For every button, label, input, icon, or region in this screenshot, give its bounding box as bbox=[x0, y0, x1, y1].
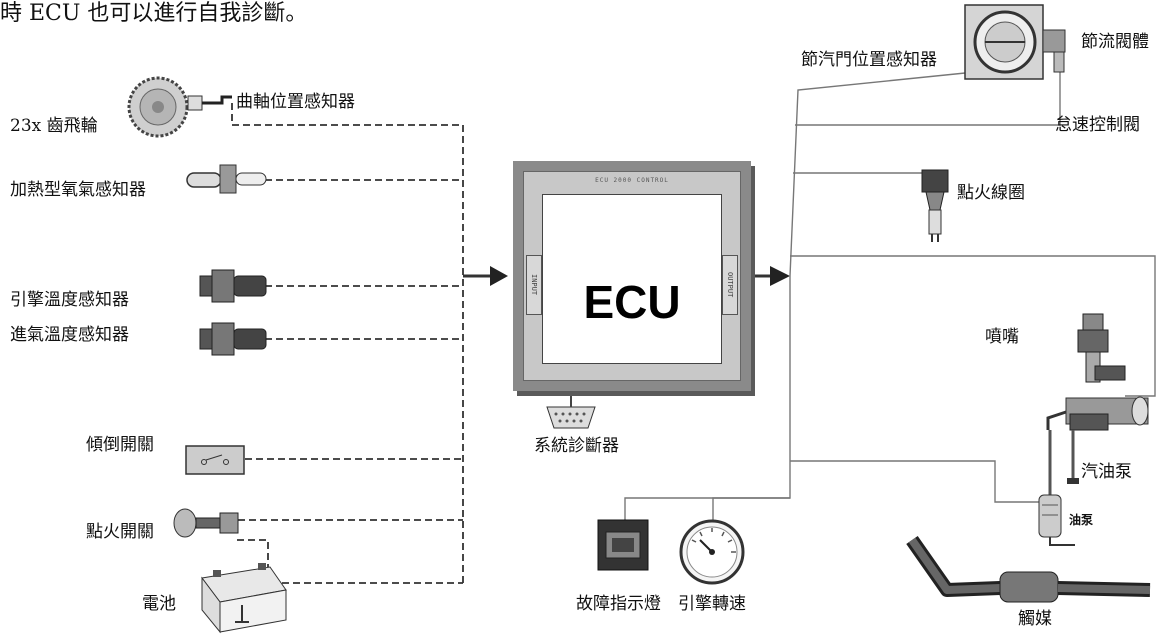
ecu-frame: ECU 2000 CONTROL ECU INPUT OUTPUT bbox=[523, 171, 741, 381]
label-battery: 電池 bbox=[142, 594, 176, 614]
ecu-unit: ECU 2000 CONTROL ECU INPUT OUTPUT bbox=[513, 161, 751, 391]
label-injector: 噴嘴 bbox=[985, 327, 1019, 347]
label-ignition-coil: 點火線圈 bbox=[957, 183, 1025, 203]
ecu-screen: ECU bbox=[542, 194, 722, 364]
label-engine-temp: 引擎溫度感知器 bbox=[10, 290, 129, 310]
label-ignition-switch: 點火開關 bbox=[86, 522, 154, 542]
fuel-pump-icon bbox=[1046, 410, 1079, 495]
label-tachometer: 引擎轉速 bbox=[678, 594, 746, 614]
input-arrow-head bbox=[490, 266, 508, 286]
tilt-switch-icon bbox=[185, 445, 245, 475]
header-text: 時 ECU 也可以進行自我診斷。 bbox=[0, 1, 308, 26]
diag-connector-icon bbox=[546, 393, 596, 429]
ecu-output-port: OUTPUT bbox=[722, 255, 738, 315]
output-arrow-head bbox=[770, 266, 790, 286]
label-o2-sensor: 加熱型氧氣感知器 bbox=[10, 180, 146, 200]
label-crank-sensor: 曲軸位置感知器 bbox=[236, 92, 355, 112]
wire-tacho bbox=[712, 497, 790, 522]
wire-crank bbox=[231, 103, 464, 583]
ignition-coil-icon bbox=[921, 169, 949, 242]
catalyst-icon bbox=[906, 535, 1151, 603]
ignition-switch-icon bbox=[173, 508, 239, 538]
wire-pump bbox=[790, 460, 1046, 503]
tachometer-icon bbox=[679, 519, 745, 585]
output-wiring bbox=[624, 71, 1156, 522]
oil-pump-icon bbox=[1038, 494, 1075, 546]
o2-sensor-icon bbox=[186, 164, 267, 194]
battery-icon bbox=[201, 563, 287, 634]
ecu-label: ECU bbox=[583, 276, 681, 328]
label-catalyst: 觸媒 bbox=[1018, 609, 1052, 629]
label-idle-valve: 怠速控制閥 bbox=[1055, 115, 1140, 135]
label-oil-pump: 油泵 bbox=[1069, 513, 1094, 527]
wire-injector bbox=[790, 255, 1156, 397]
wire-throttle-pos bbox=[789, 71, 976, 277]
label-fuel-pump: 汽油泵 bbox=[1081, 462, 1132, 482]
crank-wheel-icon bbox=[127, 76, 232, 138]
wire-idle bbox=[795, 72, 1061, 126]
label-fault-lamp: 故障指示燈 bbox=[576, 594, 661, 614]
input-wiring bbox=[231, 103, 464, 584]
injector-icon bbox=[1065, 313, 1149, 431]
label-intake-temp: 進氣溫度感知器 bbox=[10, 325, 129, 345]
ecu-input-port: INPUT bbox=[526, 255, 542, 315]
label-crank-wheel: 23x 齒飛輪 bbox=[10, 116, 98, 136]
label-diag-tool: 系統診斷器 bbox=[534, 436, 619, 456]
wire-battery bbox=[237, 539, 463, 584]
fault-lamp-icon bbox=[597, 519, 649, 571]
intake-temp-sensor-icon bbox=[199, 322, 267, 356]
bus-vertical bbox=[624, 276, 791, 520]
label-tilt-switch: 傾倒開關 bbox=[86, 435, 154, 455]
label-throttle-position: 節汽門位置感知器 bbox=[801, 50, 937, 70]
label-throttle-body: 節流閥體 bbox=[1081, 32, 1149, 52]
throttle-body-icon bbox=[964, 4, 1066, 80]
engine-temp-sensor-icon bbox=[199, 269, 267, 303]
ecu-title-strip: ECU 2000 CONTROL bbox=[595, 177, 669, 184]
